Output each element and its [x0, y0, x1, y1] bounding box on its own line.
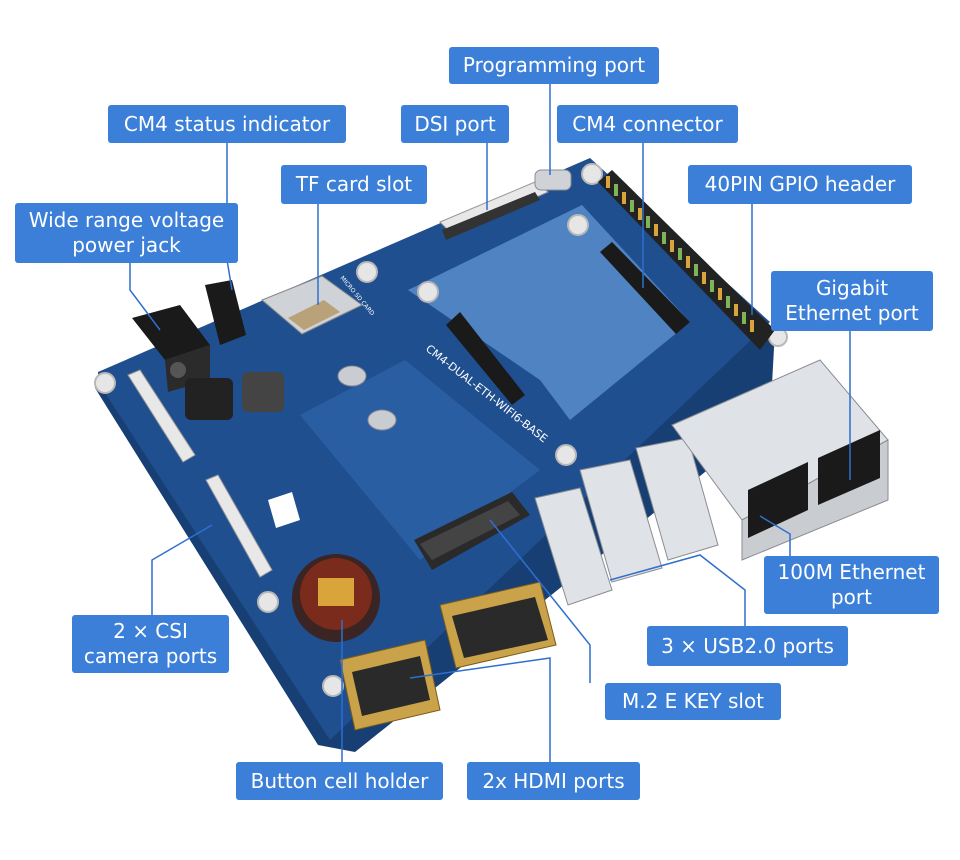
ethernet-100m-label: 100M Ethernet port [764, 556, 939, 614]
leader-lines [129, 84, 851, 762]
cm4-status-indicator-label: CM4 status indicator [108, 105, 346, 143]
programming-port-label: Programming port [449, 47, 659, 84]
usb-c-port [534, 169, 572, 191]
dsi-connector [439, 181, 549, 240]
cm4-connectors [446, 242, 690, 405]
tf-card-slot [261, 275, 363, 335]
m2-slot-label: M.2 E KEY slot [605, 683, 781, 720]
hdmi-ports [339, 581, 557, 731]
waveshare-logo [268, 492, 300, 528]
cm4-connector-label: CM4 connector [557, 105, 738, 143]
gpio-header-label: 40PIN GPIO header [688, 165, 912, 204]
gigabit-ethernet-label: Gigabit Ethernet port [771, 271, 933, 331]
hdmi-ports-label: 2x HDMI ports [467, 762, 640, 800]
usb-ports-label: 3 × USB2.0 ports [647, 626, 848, 666]
m2-slot [414, 492, 530, 570]
standoffs [337, 365, 397, 431]
mounting-holes [94, 163, 788, 697]
usb-ports [534, 437, 719, 606]
inductor-2 [242, 372, 284, 412]
inductor [185, 378, 233, 420]
button-cell-holder-label: Button cell holder [236, 762, 443, 800]
status-indicator [205, 280, 246, 345]
tf-card-slot-label: TF card slot [281, 165, 427, 204]
power-jack-label: Wide range voltage power jack [15, 203, 238, 263]
csi-connectors [127, 369, 273, 578]
ethernet-ports [671, 359, 889, 561]
dsi-port-label: DSI port [401, 105, 509, 143]
csi-ports-label: 2 × CSI camera ports [72, 615, 229, 673]
coin-cell-holder [292, 554, 380, 642]
